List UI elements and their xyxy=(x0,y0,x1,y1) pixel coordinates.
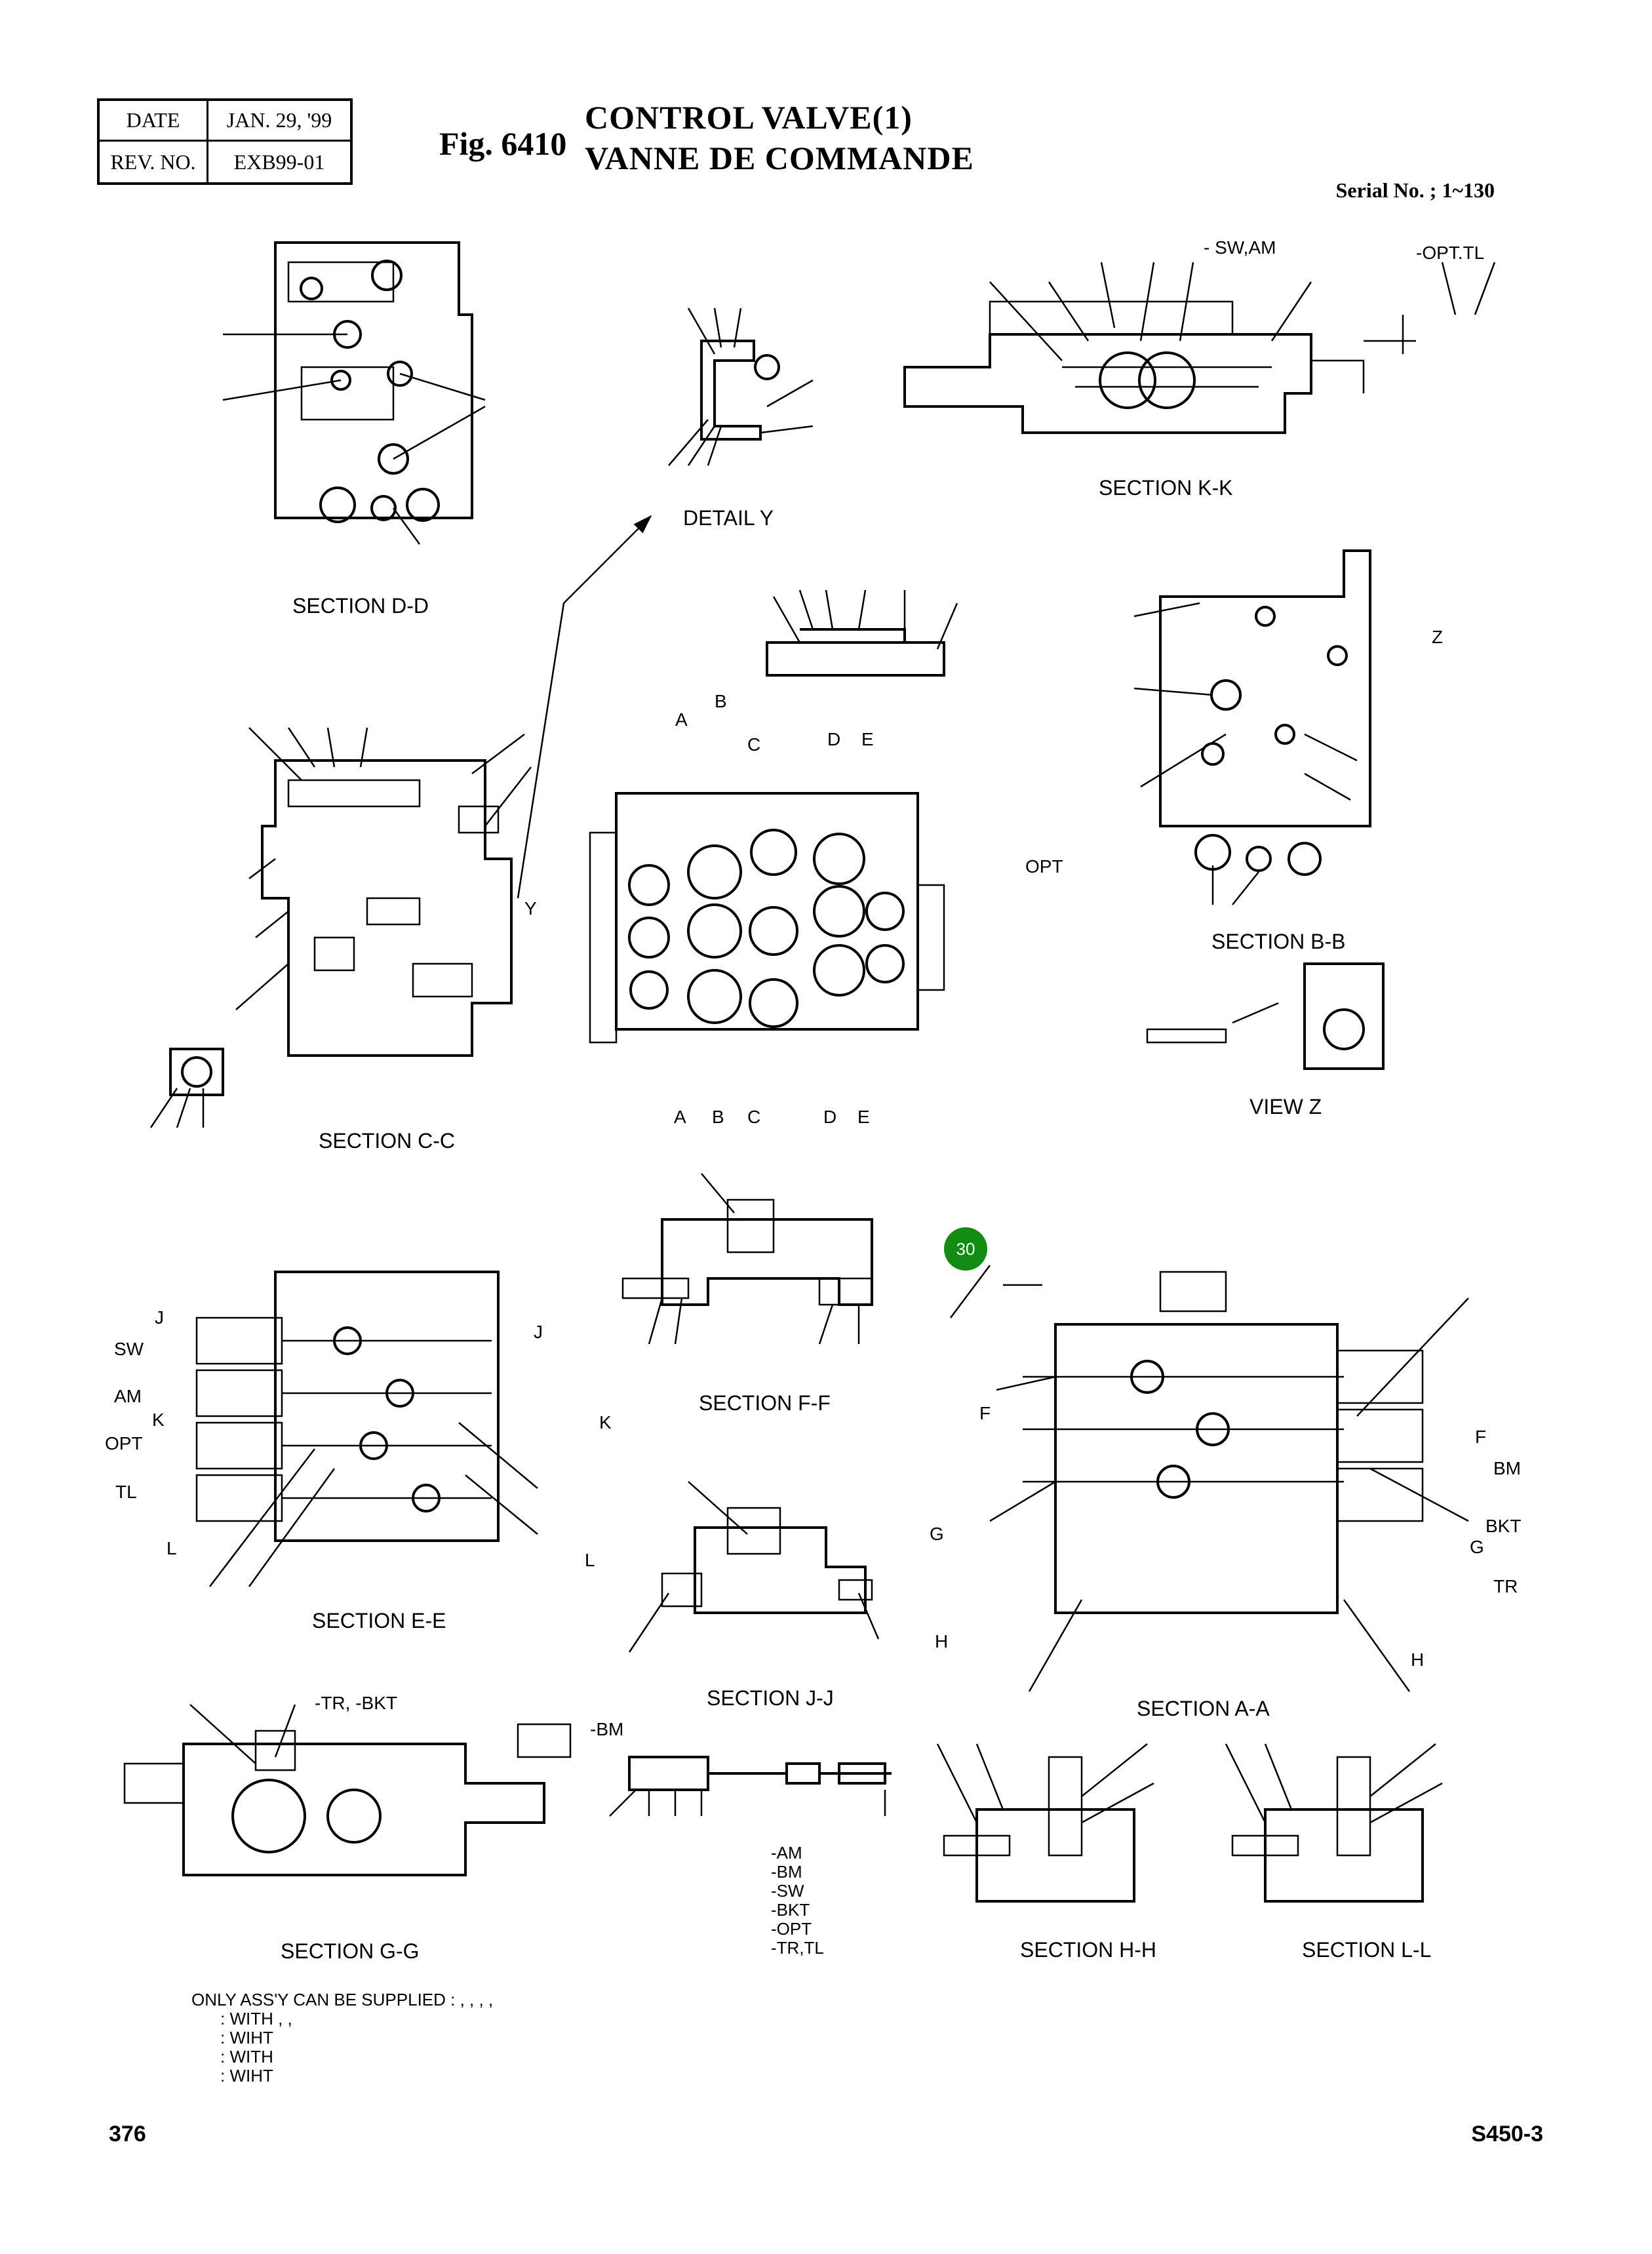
label-l-right: L xyxy=(585,1550,595,1570)
label-f-left: F xyxy=(979,1403,991,1423)
top-inset-drawing xyxy=(766,589,958,677)
label-bm: BM xyxy=(1493,1458,1521,1478)
caption-section-jj: SECTION J-J xyxy=(707,1686,834,1710)
section-hh-drawing xyxy=(936,1743,1154,1903)
legend-item: -BKT xyxy=(771,1900,810,1920)
label-g-left: G xyxy=(930,1524,944,1544)
label-opt: OPT xyxy=(1025,856,1063,877)
label-opt-side: OPT xyxy=(105,1433,143,1453)
label-k-left: K xyxy=(152,1410,165,1430)
note-with-2: : WITH xyxy=(220,2047,273,2066)
label-b-top: B xyxy=(715,691,727,711)
caption-section-hh: SECTION H-H xyxy=(1020,1938,1156,1962)
spool-exploded-drawing xyxy=(609,1756,892,1817)
leader-to-detail-y xyxy=(517,515,652,899)
section-dd-drawing xyxy=(222,241,486,545)
section-jj-drawing xyxy=(628,1481,880,1653)
detail-y-drawing xyxy=(668,307,814,466)
section-cc-drawing xyxy=(235,727,532,1057)
note-supply: ONLY ASS'Y CAN BE SUPPLIED : , , , , xyxy=(191,1990,494,2009)
date-value: JAN. 29, '99 xyxy=(208,101,350,142)
label-tr-bkt: -TR, -BKT xyxy=(315,1693,397,1713)
label-am: AM xyxy=(114,1386,142,1406)
caption-section-ee: SECTION E-E xyxy=(312,1609,446,1632)
note-with-1: : WITH , , xyxy=(220,2009,292,2028)
section-ff-drawing xyxy=(621,1173,873,1345)
label-a-top: A xyxy=(675,709,688,730)
view-z-drawing xyxy=(1146,962,1385,1070)
legend-item: -BM xyxy=(771,1862,802,1882)
label-a-bottom: A xyxy=(674,1107,686,1127)
section-aa-drawing xyxy=(950,1265,1469,1692)
page-number: 376 xyxy=(109,2122,146,2146)
revision-table: DATE JAN. 29, '99 REV. NO. EXB99-01 xyxy=(97,98,353,185)
label-e-bottom: E xyxy=(857,1107,870,1127)
label-h-left: H xyxy=(935,1631,949,1651)
note-wiht-1: : WIHT xyxy=(220,2028,273,2047)
label-b-bottom: B xyxy=(712,1107,724,1127)
caption-section-kk: SECTION K-K xyxy=(1099,476,1233,500)
callout-30-badge: 30 xyxy=(944,1227,987,1271)
model-code: S450-3 xyxy=(1471,2122,1543,2146)
label-tr: TR xyxy=(1493,1576,1518,1596)
caption-view-z: VIEW Z xyxy=(1249,1095,1322,1118)
title-french: VANNE DE COMMANDE xyxy=(585,140,974,176)
legend-item: -OPT xyxy=(771,1919,812,1939)
label-f-right: F xyxy=(1475,1427,1487,1447)
label-y: Y xyxy=(524,898,537,919)
label-j-right: J xyxy=(534,1322,543,1342)
rev-value: EXB99-01 xyxy=(233,149,325,174)
caption-section-ff: SECTION F-F xyxy=(699,1391,831,1415)
label-k-right: K xyxy=(599,1412,612,1433)
label-j-left: J xyxy=(155,1307,164,1328)
label-h-right: H xyxy=(1411,1650,1425,1670)
caption-section-dd: SECTION D-D xyxy=(292,594,429,618)
label-bm-top: -BM xyxy=(590,1719,624,1739)
supply-note: ONLY ASS'Y CAN BE SUPPLIED : , , , , : W… xyxy=(191,1990,493,2086)
title-english: CONTROL VALVE(1) xyxy=(585,99,913,136)
date-label: DATE xyxy=(100,101,208,142)
rev-label: REV. NO. xyxy=(100,142,208,182)
legend-item: -TR,TL xyxy=(771,1938,824,1958)
label-bkt: BKT xyxy=(1485,1516,1522,1536)
label-sw-am: - SW,AM xyxy=(1204,237,1276,258)
label-c-top: C xyxy=(747,734,761,755)
caption-section-ll: SECTION L-L xyxy=(1302,1938,1432,1962)
legend-item: -AM xyxy=(771,1843,802,1863)
label-z: Z xyxy=(1432,627,1444,647)
label-g-right: G xyxy=(1470,1537,1484,1557)
section-ll-drawing xyxy=(1225,1743,1443,1903)
caption-detail-y: DETAIL Y xyxy=(683,506,774,530)
label-tl: TL xyxy=(115,1482,137,1502)
note-wiht-2: : WIHT xyxy=(220,2066,273,2086)
label-sw: SW xyxy=(114,1339,144,1359)
serial-range: Serial No. ; 1~130 xyxy=(1335,178,1495,202)
top-assembly-drawing xyxy=(589,792,945,1044)
label-l-left: L xyxy=(167,1538,177,1558)
figure-number: Fig. 6410 xyxy=(439,125,567,162)
caption-section-cc: SECTION C-C xyxy=(319,1129,455,1153)
section-bb-drawing xyxy=(1133,549,1371,905)
legend-item: -SW xyxy=(771,1881,804,1901)
section-gg-drawing xyxy=(123,1704,572,1876)
caption-section-gg: SECTION G-G xyxy=(281,1939,420,1963)
section-kk-drawing xyxy=(903,262,1496,434)
label-d-top: D xyxy=(827,729,841,749)
legend-list: -AM -BM -SW -BKT -OPT -TR,TL xyxy=(771,1844,824,1958)
caption-section-aa: SECTION A-A xyxy=(1137,1697,1270,1720)
label-c-bottom: C xyxy=(747,1107,761,1127)
label-opt-tl: -OPT.TL xyxy=(1416,243,1485,263)
label-e-top: E xyxy=(861,729,874,749)
section-cc-detail xyxy=(149,1048,224,1128)
caption-section-bb: SECTION B-B xyxy=(1211,930,1346,953)
label-d-bottom: D xyxy=(823,1107,837,1127)
section-ee-drawing xyxy=(195,1271,538,1587)
